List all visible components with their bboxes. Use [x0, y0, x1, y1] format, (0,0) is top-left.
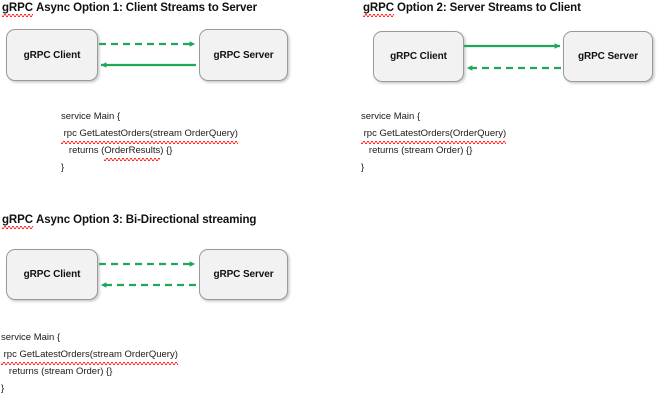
node-server-option-2[interactable]: gRPC Server [563, 31, 653, 82]
panel-option-2-title-rest: Option 2: Server Streams to Client [393, 2, 581, 14]
node-client-option-2-label: gRPC Client [390, 51, 447, 62]
node-client-option-3-label: gRPC Client [23, 269, 81, 280]
code-option-1: service Main { rpc GetLatestOrders(strea… [61, 108, 238, 176]
node-server-option-1-label: gRPC Server [213, 49, 274, 61]
code-line-suffix: ) {} [160, 145, 173, 156]
node-client-option-2[interactable]: gRPC Client [373, 31, 464, 82]
spellcheck-underline-rpc-signature: rpc GetLatestOrders(stream OrderQuery) [1, 346, 178, 365]
code-option-2: service Main { rpc GetLatestOrders(Order… [361, 108, 507, 176]
node-client-option-1[interactable]: gRPC Client [6, 29, 98, 81]
node-server-option-1[interactable]: gRPC Server [199, 29, 288, 81]
code-option-3: service Main { rpc GetLatestOrders(strea… [1, 329, 178, 397]
code-line: rpc GetLatestOrders(stream OrderQuery) [1, 346, 178, 365]
panel-option-3-title-rest: Async Option 3: Bi-Directional streaming [32, 214, 257, 226]
node-server-option-2-label: gRPC Server [577, 51, 639, 62]
code-line: service Main { [1, 332, 61, 343]
code-line: } [1, 383, 5, 394]
panel-option-1-title: gRPC Async Option 1: Client Streams to S… [2, 1, 257, 17]
node-client-option-1-label: gRPC Client [23, 49, 81, 61]
code-line: service Main { [61, 111, 121, 122]
code-line: } [61, 162, 65, 173]
panel-option-1-title-rest: Async Option 1: Client Streams to Server [32, 2, 257, 14]
node-server-option-3-label: gRPC Server [213, 269, 274, 280]
code-line: } [361, 162, 365, 173]
node-server-option-3[interactable]: gRPC Server [199, 249, 288, 300]
code-line: service Main { [361, 111, 421, 122]
code-line: returns (stream Order) {} [361, 145, 473, 156]
code-line-prefix: returns ( [61, 145, 105, 156]
node-client-option-3[interactable]: gRPC Client [6, 249, 98, 300]
panel-option-1: gRPC Async Option 1: Client Streams to S… [2, 1, 257, 17]
code-line: returns (stream Order) {} [1, 366, 113, 377]
